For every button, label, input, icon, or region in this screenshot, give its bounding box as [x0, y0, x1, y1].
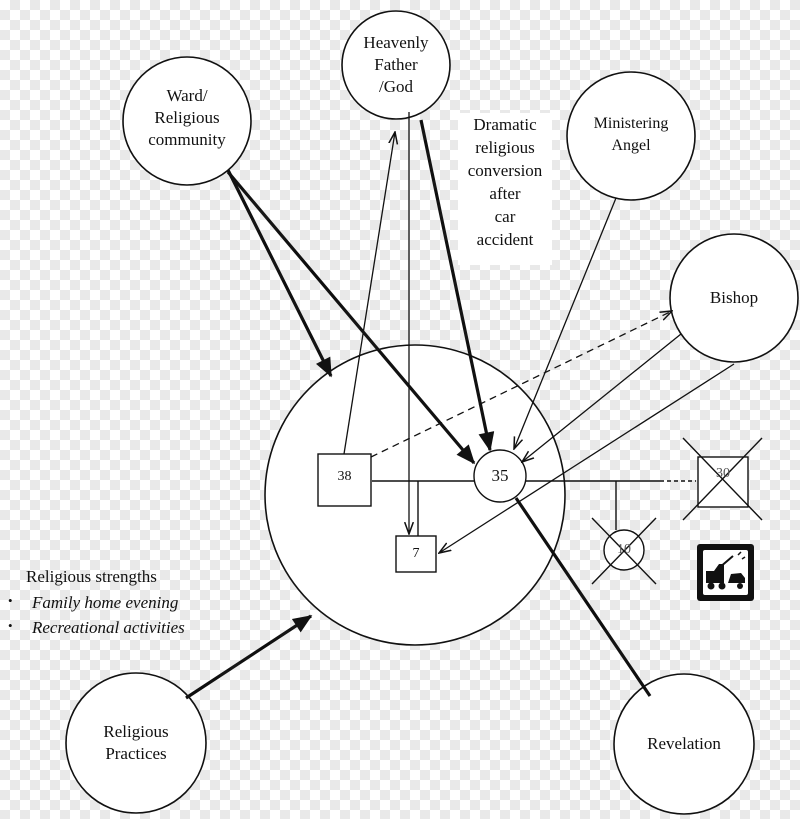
age-label-38: 38: [337, 469, 352, 484]
arrow-ward-to-35: [226, 170, 476, 465]
arrow-bishop-to-35: [522, 333, 682, 462]
male-38-box: [317, 453, 372, 507]
male-30-box: [697, 456, 749, 508]
bishop-circle: [669, 233, 799, 363]
strength-item: • Recreational activities: [8, 618, 185, 637]
deceased-cross-30b: [682, 437, 763, 521]
ministering-angel-circle: [566, 71, 696, 201]
age-label-30: 30: [716, 466, 730, 481]
tow-truck-icon: [697, 544, 754, 601]
child-7-box: [395, 535, 437, 573]
strength-item: • Family home evening: [8, 593, 179, 612]
religious-practices-label: Religious Practices: [103, 722, 169, 763]
religious-practices-circle: [65, 672, 207, 814]
arrow-38-to-god: [343, 132, 395, 455]
arrow-bishop-to-7: [439, 363, 735, 553]
ward-circle: [122, 56, 252, 186]
deceased-cross-10b: [591, 517, 657, 585]
age-label-10: 10: [617, 542, 631, 557]
heavenly-father-circle: [341, 10, 451, 120]
line-35-to-revelation: [514, 497, 652, 697]
revelation-circle: [613, 673, 755, 815]
revelation-label: Revelation: [647, 734, 721, 753]
ward-label: Ward/ Religious community: [148, 86, 226, 149]
arrow-god-to-35: [419, 119, 495, 452]
strengths-title: Religious strengths: [26, 567, 157, 586]
female-35-circle: [473, 449, 527, 503]
age-label-35: 35: [491, 466, 509, 485]
bullet-icon: •: [8, 618, 13, 633]
arrow-ward-to-family: [226, 169, 333, 378]
family-system-circle: [264, 344, 566, 646]
bishop-label: Bishop: [709, 288, 759, 307]
dashed-arrow-38-to-bishop: [370, 311, 672, 458]
bullet-icon: •: [8, 593, 13, 608]
ministering-angel-label: Ministering Angel: [593, 115, 669, 154]
conversion-note: Dramatic religious conversion after car …: [458, 113, 552, 265]
age-label-7: 7: [412, 546, 420, 561]
arrow-practices-to-family: [185, 614, 313, 700]
heavenly-father-label: Heavenly Father /God: [363, 33, 429, 96]
arrow-angel-to-35: [514, 197, 617, 449]
